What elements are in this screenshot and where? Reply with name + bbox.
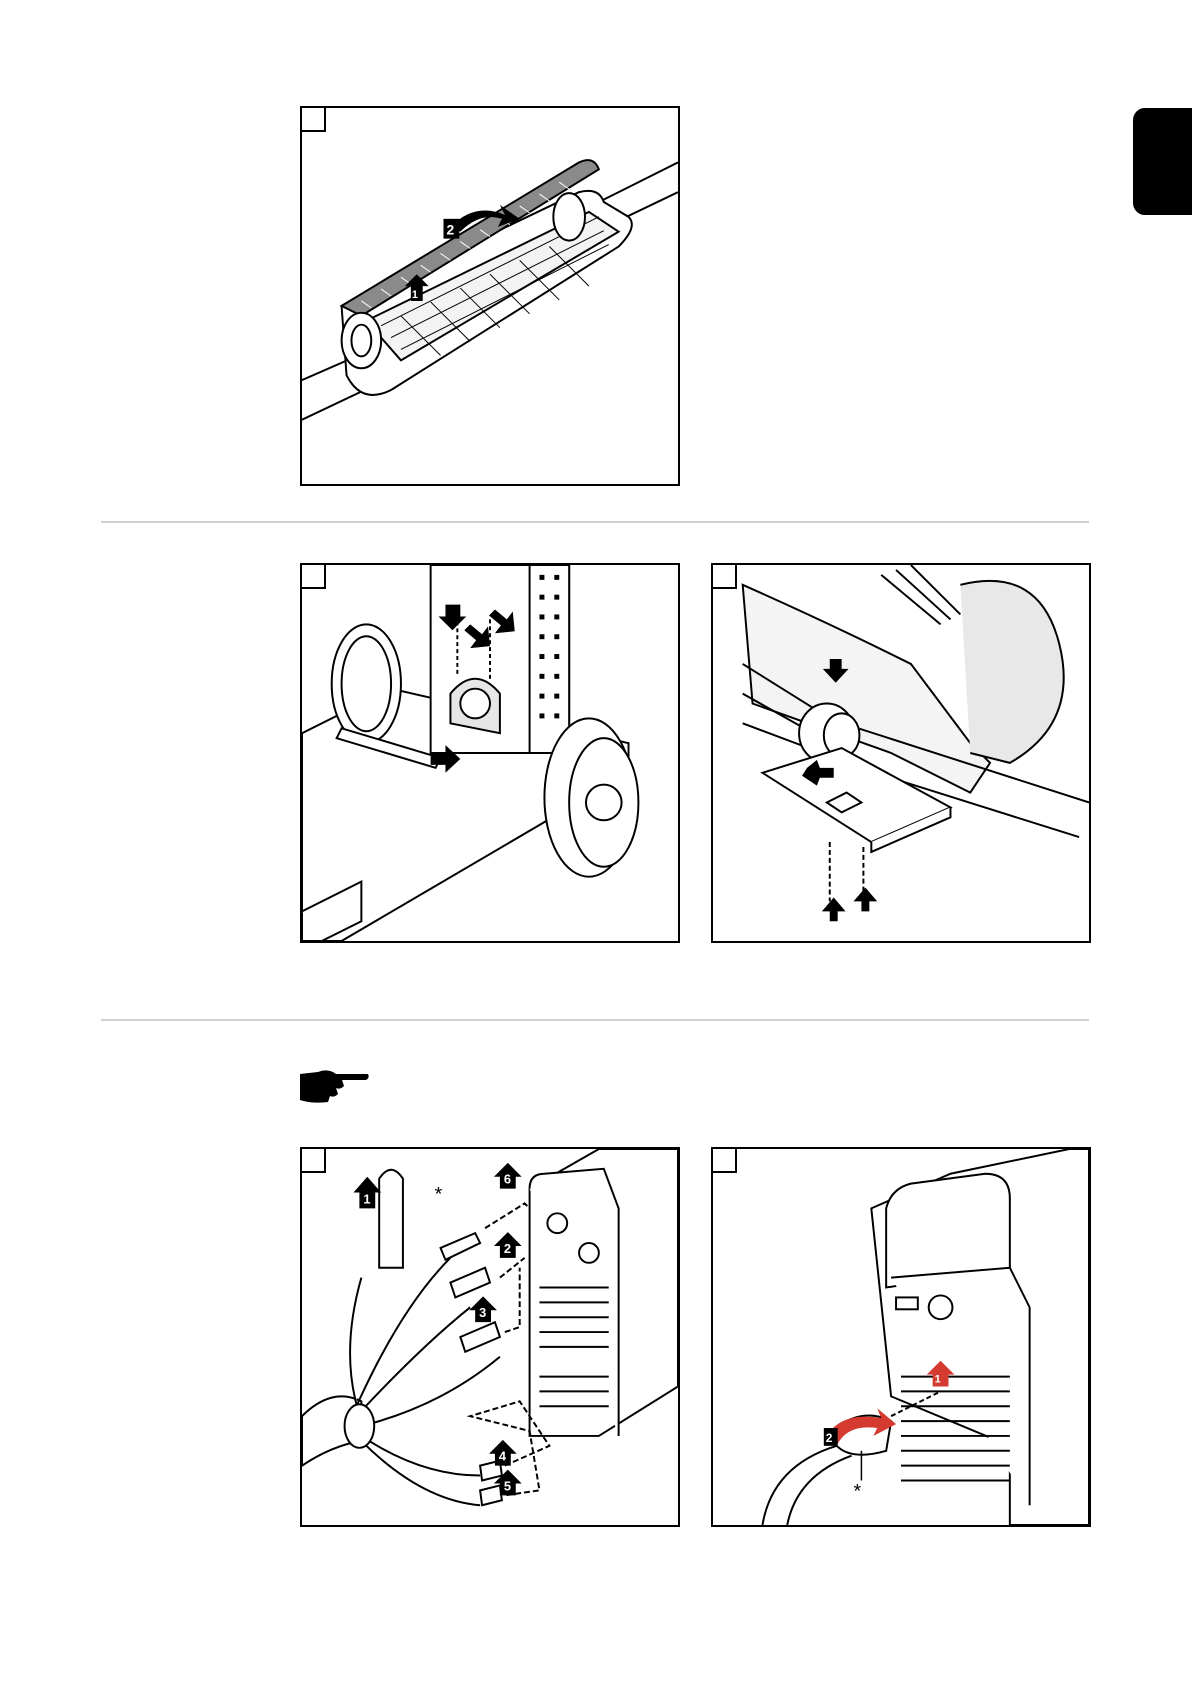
figure-2-trolley-mount — [300, 563, 680, 943]
figure-4-connections: 1 6 2 3 4 5 * — [300, 1147, 680, 1527]
callout-4: 4 — [499, 1449, 507, 1464]
step-number-box — [713, 1149, 737, 1173]
callout-asterisk: * — [435, 1183, 443, 1205]
gas-connector-illustration: 1 2 * — [713, 1149, 1089, 1525]
callout-3: 3 — [479, 1305, 486, 1320]
pointing-hand-icon — [298, 1066, 370, 1106]
connections-illustration: 1 6 2 3 4 5 * — [302, 1149, 678, 1525]
callout-2: 2 — [446, 222, 454, 238]
figure-1-cable-sleeve: 2 1 — [300, 106, 680, 486]
step-number-box — [302, 565, 326, 589]
callout-2: 2 — [826, 1431, 833, 1445]
section-divider-1 — [101, 521, 1089, 523]
section-divider-2 — [101, 1019, 1089, 1021]
holder-screws-illustration — [713, 565, 1089, 941]
step-number-box — [713, 565, 737, 589]
callout-1: 1 — [363, 1191, 370, 1206]
cable-sleeve-illustration: 2 1 — [302, 108, 678, 484]
callout-1: 1 — [935, 1374, 941, 1386]
callout-2: 2 — [504, 1241, 511, 1256]
callout-asterisk: * — [854, 1480, 862, 1502]
step-number-box — [302, 108, 326, 132]
callout-6: 6 — [504, 1172, 511, 1187]
figure-3-holder-screws — [711, 563, 1091, 943]
trolley-mount-illustration — [302, 565, 678, 941]
callout-1: 1 — [412, 289, 418, 301]
callout-5: 5 — [504, 1478, 511, 1493]
chapter-side-tab — [1133, 108, 1192, 215]
step-number-box — [302, 1149, 326, 1173]
figure-5-gas-connector: 1 2 * — [711, 1147, 1091, 1527]
